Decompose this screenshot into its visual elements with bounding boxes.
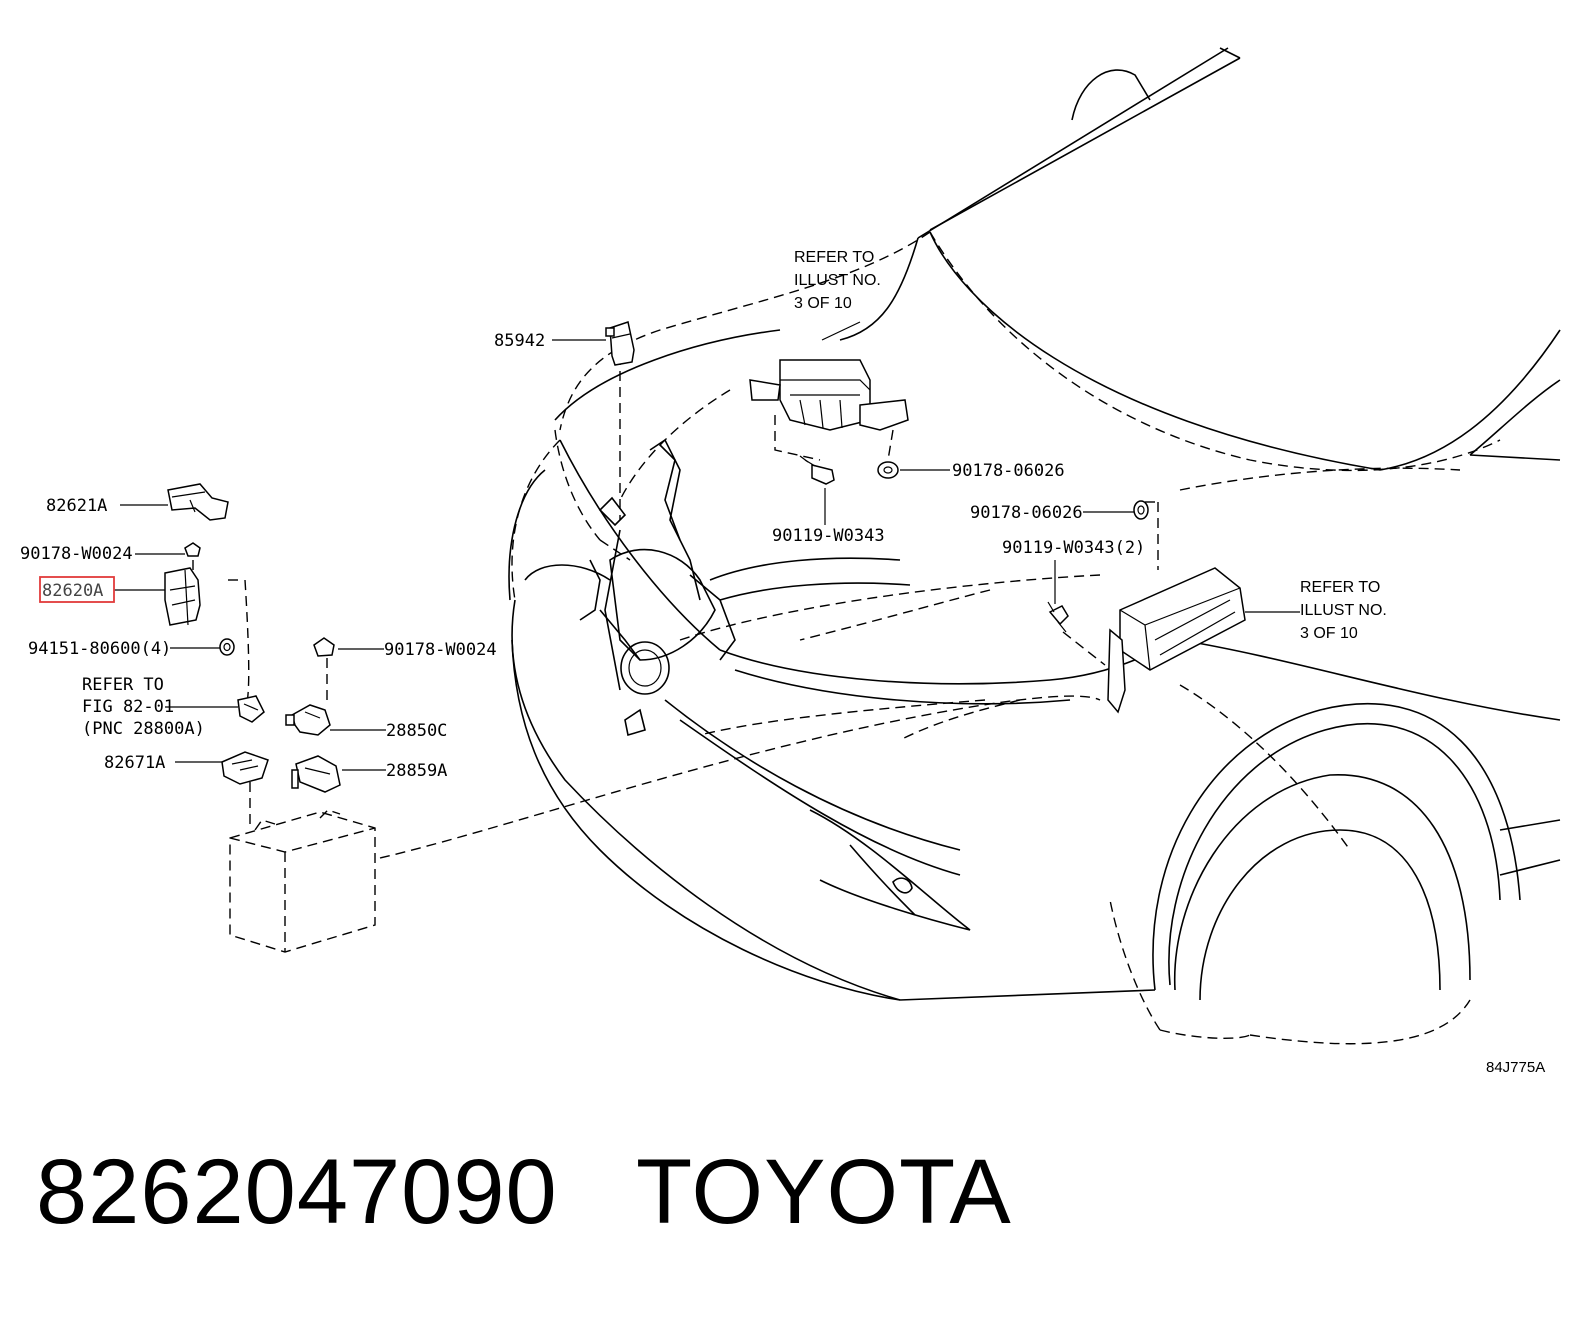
footer-brand: TOYOTA — [636, 1141, 1012, 1243]
leader-lines — [114, 321, 1300, 771]
label-94151-80600[interactable]: 94151-80600(4) — [28, 639, 171, 659]
refer-illust-right-line1: REFER TO — [1300, 579, 1380, 596]
label-90178-06026-right[interactable]: 90178-06026 — [970, 503, 1083, 523]
highlight-box — [39, 576, 115, 603]
label-82621A[interactable]: 82621A — [46, 496, 107, 516]
label-28859A[interactable]: 28859A — [386, 761, 447, 781]
illustration-code: 84J775A — [1486, 1059, 1545, 1076]
label-90178-06026-top[interactable]: 90178-06026 — [952, 461, 1065, 481]
bracket-82620A-shape — [164, 567, 201, 626]
car-outline — [508, 47, 1561, 1001]
refer-illust-top-line2: ILLUST NO. — [794, 272, 881, 289]
relay-85942-shape — [605, 321, 635, 366]
control-module-top-shape — [749, 359, 909, 431]
part-labels: 85942 82621A 90178-W0024 82620A 94151-80… — [20, 249, 1545, 1076]
refer-illust-right-line2: ILLUST NO. — [1300, 602, 1387, 619]
label-82620A[interactable]: 82620A — [42, 581, 103, 601]
label-28850C[interactable]: 28850C — [386, 721, 447, 741]
control-module-right-shape — [1107, 567, 1246, 714]
refer-fig-line1: REFER TO — [82, 675, 164, 695]
label-90178-W0024-left[interactable]: 90178-W0024 — [20, 544, 133, 564]
cover-82621A-shape — [167, 483, 229, 521]
label-85942[interactable]: 85942 — [494, 331, 545, 351]
nut-center-shape — [313, 637, 335, 657]
refer-fig-line2: FIG 82-01 — [82, 697, 174, 717]
nut-94151-shape — [219, 638, 235, 656]
refer-illust-top-line3: 3 OF 10 — [794, 295, 852, 312]
clamp-28800A-shape — [237, 695, 265, 723]
bolt-top-shape — [799, 455, 835, 485]
sensor-28850C-shape — [285, 704, 331, 736]
battery-shape — [229, 809, 376, 953]
refer-illust-top-line1: REFER TO — [794, 249, 874, 266]
terminal-28859A-shape — [291, 755, 341, 793]
nut-right-shape — [1133, 500, 1149, 520]
bracket-82671A-shape — [221, 751, 269, 785]
refer-illust-right-line3: 3 OF 10 — [1300, 625, 1358, 642]
phantom-lines — [192, 231, 1501, 1045]
label-90119-W0343-right[interactable]: 90119-W0343(2) — [1002, 538, 1145, 558]
refer-fig-line3: (PNC 28800A) — [82, 719, 205, 739]
bolt-right-shape — [1047, 601, 1069, 633]
nut-top-shape — [877, 461, 899, 479]
footer-part-number: 8262047090 — [36, 1141, 558, 1243]
label-90119-W0343-top[interactable]: 90119-W0343 — [772, 526, 885, 546]
nut-left-shape — [184, 542, 201, 557]
label-82671A[interactable]: 82671A — [104, 753, 165, 773]
label-90178-W0024-center[interactable]: 90178-W0024 — [384, 640, 497, 660]
parts — [164, 321, 1246, 953]
